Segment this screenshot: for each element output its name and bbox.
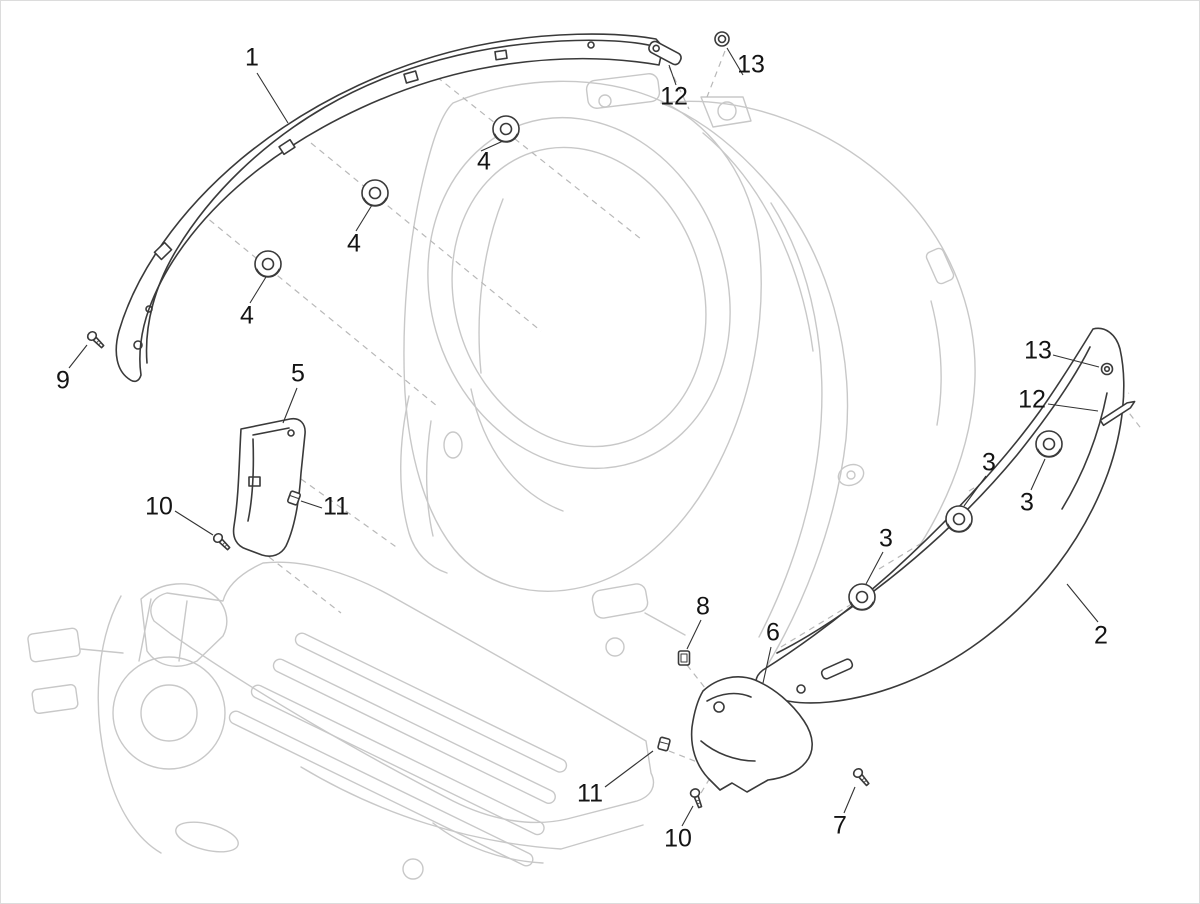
- part-3-grommets: [848, 430, 1063, 611]
- part-9-screw: [86, 330, 105, 349]
- callout-12-top: 12: [660, 82, 688, 111]
- part-12-pin-right: [1099, 400, 1136, 427]
- part-2-right-side-cover: [755, 327, 1125, 704]
- part-10-screw-left: [212, 532, 231, 551]
- callout-3-right: 3: [1020, 488, 1034, 517]
- callout-12-right: 12: [1018, 385, 1046, 414]
- scooter-body-reference: [27, 73, 976, 880]
- callout-11-bottom: 11: [577, 779, 603, 808]
- assembly-guide-lines: [200, 50, 1144, 794]
- callout-11-left: 11: [323, 492, 349, 521]
- part-1-top-spoiler: [115, 33, 664, 383]
- part-13-nut-top: [714, 31, 730, 47]
- part-8-clip: [677, 650, 691, 666]
- callout-13-top: 13: [737, 50, 765, 79]
- part-5-middle-cover: [232, 417, 306, 557]
- callout-6: 6: [766, 618, 780, 647]
- part-12-bracket-top: [648, 40, 682, 66]
- callout-10-left: 10: [145, 492, 173, 521]
- callout-13-right: 13: [1024, 336, 1052, 365]
- callout-5: 5: [291, 359, 305, 388]
- callout-9: 9: [56, 366, 70, 395]
- callout-1: 1: [245, 43, 259, 72]
- callout-4-lower: 4: [240, 301, 254, 330]
- callout-3-lower: 3: [879, 524, 893, 553]
- callout-10-bottom: 10: [664, 824, 692, 853]
- callout-8: 8: [696, 592, 710, 621]
- callout-4-upper: 4: [477, 147, 491, 176]
- part-13-fastener-right: [1100, 362, 1114, 376]
- callout-2: 2: [1094, 621, 1108, 650]
- part-6-lower-side-panel: [690, 676, 813, 793]
- callout-4-middle: 4: [347, 229, 361, 258]
- part-10-screw-bottom: [689, 788, 703, 809]
- part-7-screw: [852, 767, 870, 787]
- callout-3-upper: 3: [982, 448, 996, 477]
- leader-lines: [68, 47, 1100, 827]
- callout-7: 7: [833, 811, 847, 840]
- part-11-clip-bottom: [657, 736, 671, 752]
- part-4-grommets: [254, 115, 520, 278]
- part-11-clip-left: [287, 490, 301, 506]
